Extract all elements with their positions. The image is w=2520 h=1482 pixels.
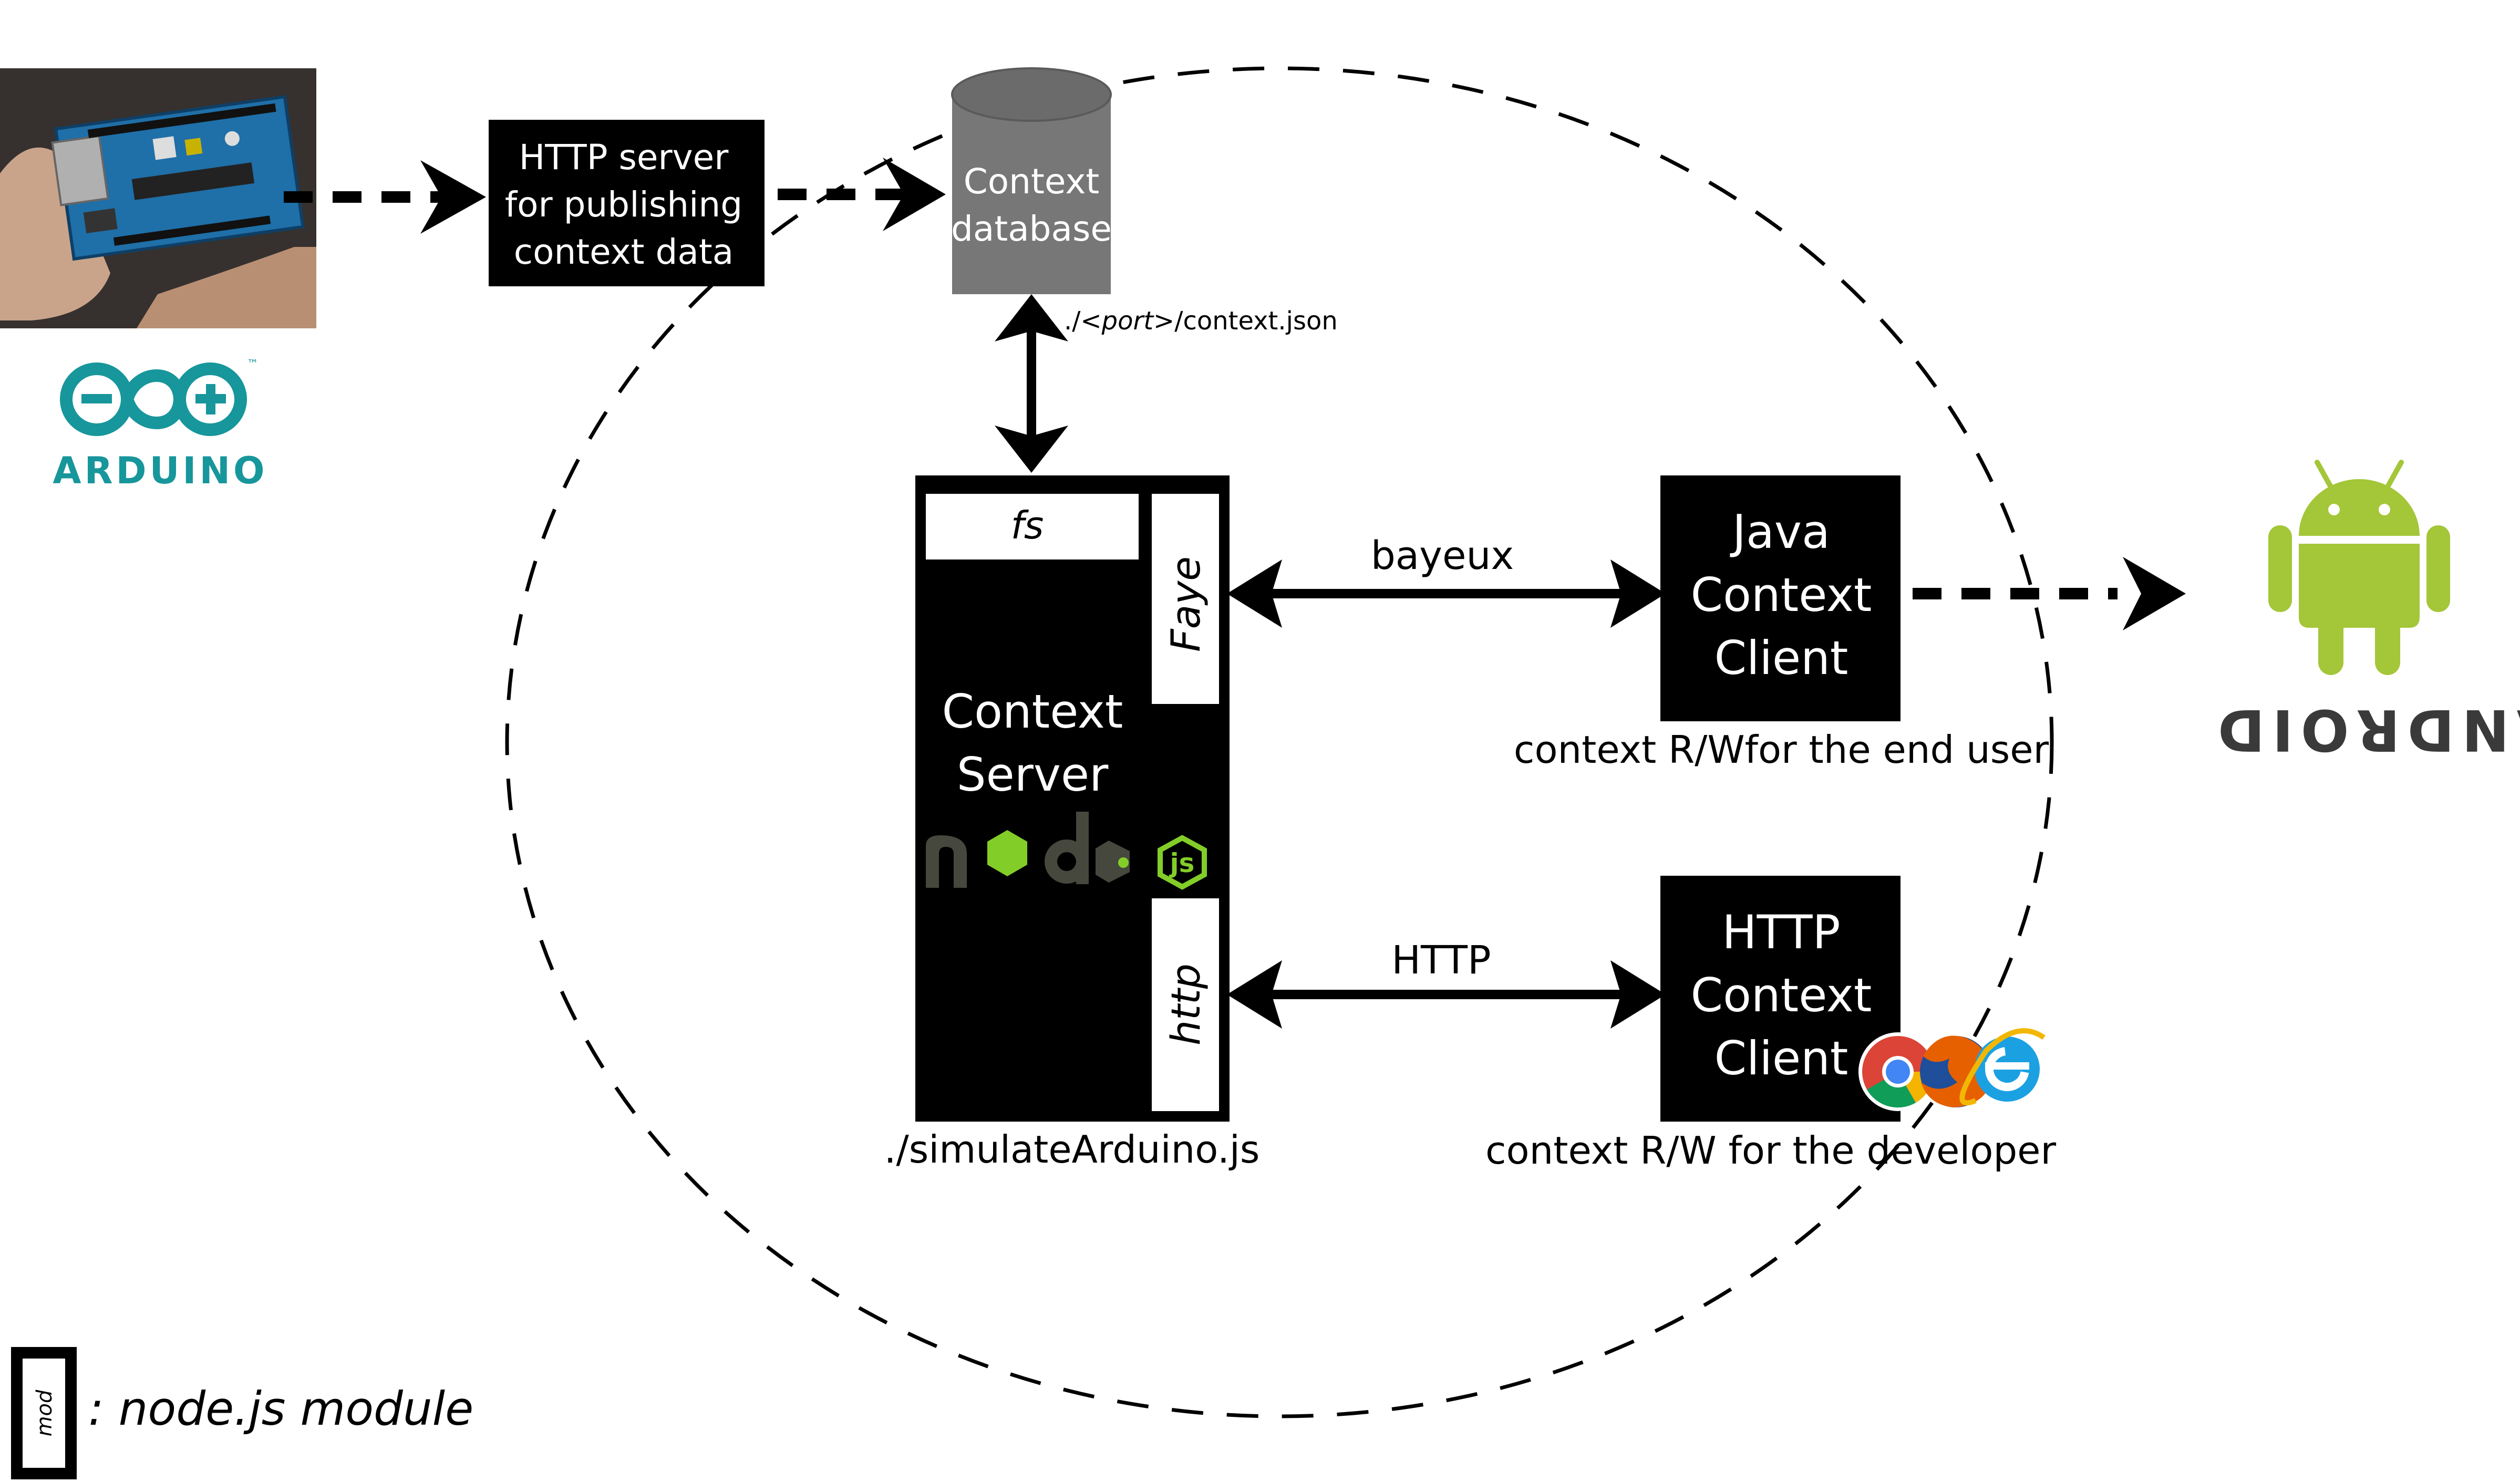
firefox-icon (1920, 1035, 1991, 1107)
server-to-db-arrowhead (883, 158, 946, 231)
http-server-line-3: context data (514, 232, 734, 272)
legend-mod-label: mod (33, 1390, 57, 1436)
android-robot-icon (2268, 460, 2450, 675)
internet-explorer-icon (1959, 1028, 2046, 1106)
arduino-board-photo (0, 68, 316, 328)
fs-module-label: fs (1011, 503, 1044, 547)
http-link-label: HTTP (1391, 938, 1491, 983)
nodejs-logo-icon: js (926, 812, 1207, 890)
java-to-android-arrowhead (2123, 557, 2186, 630)
faye-module-label: Faye (1162, 556, 1209, 652)
context-server-title-1: Context (942, 685, 1123, 739)
bayeux-arrowhead-right (1610, 559, 1666, 628)
faye-module (1152, 494, 1219, 704)
http-server-line-1: HTTP server (519, 137, 729, 178)
http-arrowhead-left (1227, 960, 1282, 1029)
arduino-tm-mark: ™ (247, 358, 259, 371)
http-server-line-2: for publishing (505, 184, 742, 225)
http-client-line-2: Context (1691, 968, 1872, 1022)
legend-node-module: mod : node.js module (11, 1347, 473, 1479)
bayeux-arrowhead-left (1227, 559, 1282, 628)
context-db-line-2: database (951, 209, 1112, 249)
context-server-box: fs Faye http Context Server js (915, 475, 1230, 1122)
http-module-label: http (1162, 963, 1209, 1045)
java-client-line-2: Context (1691, 568, 1872, 622)
http-arrowhead-right (1610, 960, 1666, 1029)
java-context-client-box: Java Context Client (1660, 475, 1901, 721)
db-server-arrowhead-down (995, 426, 1068, 473)
http-server-box: HTTP server for publishing context data (489, 120, 765, 286)
arduino-to-server-arrowhead (420, 160, 486, 234)
context-server-title-2: Server (957, 748, 1109, 802)
http-context-client-box: HTTP Context Client (1660, 876, 1901, 1122)
arduino-logo-icon: ARDUINO ™ (53, 358, 267, 492)
java-client-line-3: Client (1715, 631, 1848, 685)
java-client-caption: context R/Wfor the end user (1514, 728, 2049, 772)
chrome-icon (1858, 1032, 1937, 1111)
android-wordmark: ANDROID (2211, 697, 2520, 762)
java-client-line-1: Java (1730, 505, 1830, 559)
context-json-path: ./<port>/context.json (1064, 306, 1338, 336)
context-server-caption: ./simulateArduino.js (884, 1127, 1260, 1172)
legend-text: : node.js module (88, 1382, 473, 1436)
fs-module (926, 494, 1139, 559)
context-db-line-1: Context (964, 161, 1100, 202)
arduino-logo-text: ARDUINO (53, 449, 267, 492)
system-boundary-circle (505, 66, 2054, 1418)
bayeux-label: bayeux (1371, 533, 1514, 578)
http-client-line-1: HTTP (1722, 905, 1840, 959)
http-module (1152, 898, 1219, 1111)
nodejs-logo-js: js (1169, 848, 1195, 878)
context-database-cylinder: Context database (951, 67, 1112, 294)
db-server-arrowhead-up (995, 294, 1068, 341)
http-client-line-3: Client (1715, 1031, 1848, 1085)
http-client-caption: context R/W for the developer (1485, 1128, 2057, 1173)
